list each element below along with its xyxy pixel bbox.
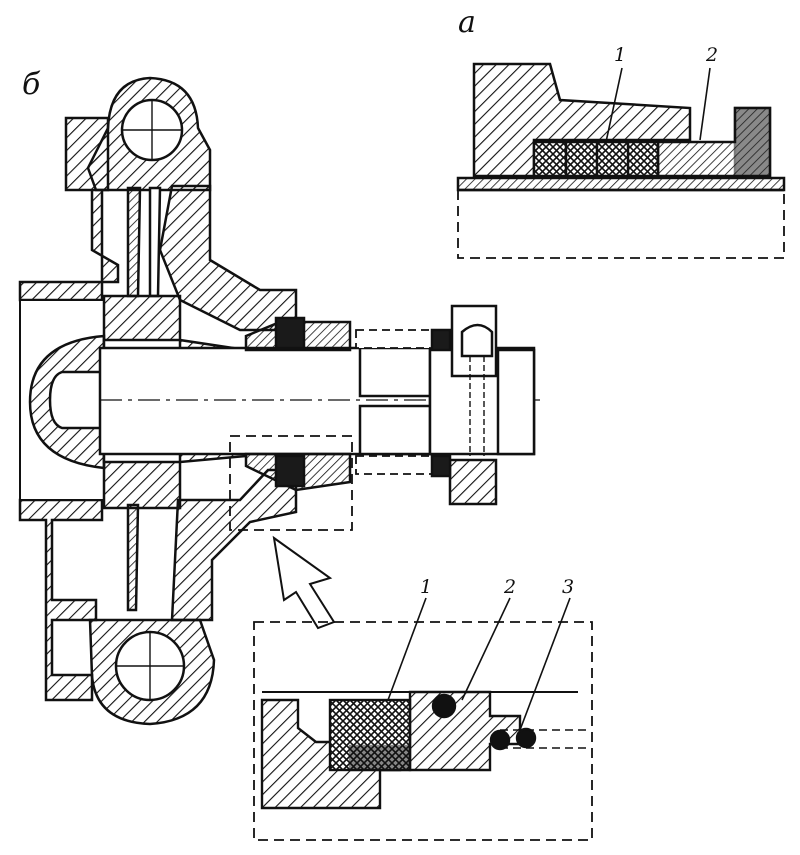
detail-callout-1: 1: [420, 576, 433, 598]
view-a-callout-2: 2: [706, 44, 719, 66]
detail-arrow: [272, 535, 336, 630]
view-a-callout-1: 1: [614, 44, 627, 66]
detail-enlarged: [253, 597, 593, 841]
detail-frame-small: [229, 435, 353, 531]
upper-casing: [18, 116, 120, 302]
detail-oring-b: [515, 727, 537, 749]
view-a-section: [456, 62, 786, 259]
view-a-label: а: [458, 5, 476, 40]
view-b-section: [18, 76, 540, 726]
view-a-shaft: [457, 190, 785, 259]
lower-casing: [18, 498, 104, 702]
view-a-housing: [472, 62, 692, 178]
view-b-label: б: [22, 67, 41, 102]
bearing-lower: [448, 458, 498, 506]
detail-oring-a: [489, 729, 511, 751]
detail-callout-3: 3: [562, 576, 575, 598]
view-a-sleeve: [456, 176, 786, 192]
detail-frame-large: [253, 621, 593, 841]
detail-callout-2: 2: [504, 576, 517, 598]
